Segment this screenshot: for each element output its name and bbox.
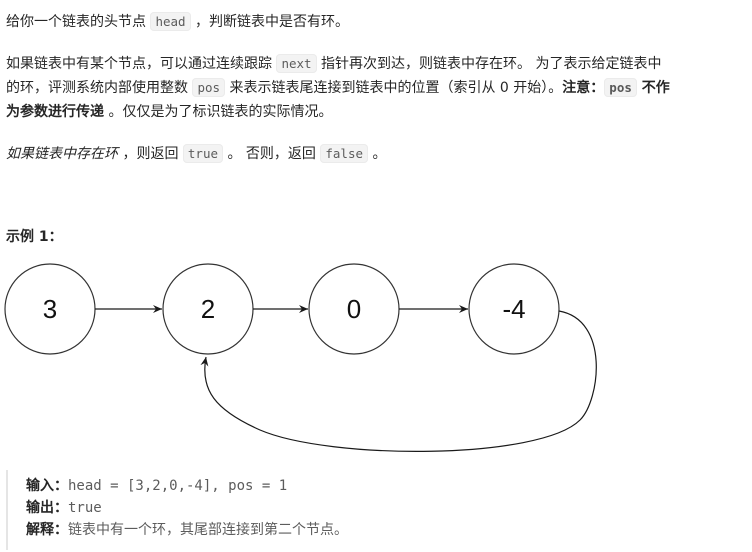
input-label: 输入： [26, 478, 68, 494]
input-value: head = [3,2,0,-4], pos = 1 [68, 478, 288, 494]
code-next: next [276, 54, 317, 73]
example-input-line: 输入：head = [3,2,0,-4], pos = 1 [26, 475, 746, 497]
description-line-3: 为参数进行传递 。仅仅是为了标识链表的实际情况。 [6, 100, 332, 124]
desc-text: 来表示链表尾连接到链表中的位置（索引从 0 开始）。 [225, 80, 563, 96]
return-text: 。 [368, 146, 387, 162]
example-explain-line: 解释：链表中有一个环，其尾部连接到第二个节点。 [26, 519, 746, 541]
note-bold-text: 不作 [636, 80, 670, 96]
output-value: true [68, 500, 102, 516]
explain-label: 解释： [26, 522, 68, 538]
note-label: 注意： [562, 80, 605, 96]
intro-text-tail: ，判断链表中是否有环。 [190, 14, 350, 30]
code-false: false [320, 144, 369, 163]
intro-text: 给你一个链表的头节点 [6, 14, 151, 30]
node-value-2: 0 [347, 294, 361, 324]
explain-value: 链表中有一个环，其尾部连接到第二个节点。 [68, 522, 348, 538]
return-italic: 如果链表中存在环 [6, 146, 118, 162]
node-value-0: 3 [43, 294, 57, 324]
code-pos: pos [192, 78, 226, 97]
description-line-1: 如果链表中有某个节点，可以通过连续跟踪 next 指针再次到达，则链表中存在环。… [6, 52, 661, 76]
return-rule-paragraph: 如果链表中存在环 ，则返回 true 。 否则，返回 false 。 [6, 142, 386, 166]
node-value-1: 2 [201, 294, 215, 324]
linked-list-cycle-diagram: 3 2 0 -4 [4, 263, 597, 452]
example-output-line: 输出：true [26, 497, 746, 519]
desc-text: 如果链表中有某个节点，可以通过连续跟踪 [6, 56, 277, 72]
intro-paragraph: 给你一个链表的头节点 head ，判断链表中是否有环。 [6, 10, 349, 34]
node-value-3: -4 [502, 294, 525, 324]
cycle-arrow [200, 310, 597, 452]
description-line-2: 的环，评测系统内部使用整数 pos 来表示链表尾连接到链表中的位置（索引从 0 … [6, 76, 670, 100]
code-pos-note: pos [604, 78, 637, 97]
desc-text: 指针再次到达，则链表中存在环。 为了表示给定链表中 [316, 56, 662, 72]
return-text: ，则返回 [118, 146, 183, 162]
code-true: true [182, 144, 224, 163]
desc-text: 。仅仅是为了标识链表的实际情况。 [104, 104, 333, 120]
note-bold-text: 为参数进行传递 [6, 104, 104, 120]
node-circle-3 [468, 263, 560, 355]
code-head: head [150, 12, 191, 31]
output-label: 输出： [26, 500, 68, 516]
example-1-block: 输入：head = [3,2,0,-4], pos = 1 输出：true 解释… [6, 470, 746, 550]
desc-text: 的环，评测系统内部使用整数 [6, 80, 193, 96]
return-text: 。 否则，返回 [223, 146, 321, 162]
example-1-heading: 示例 1： [6, 229, 63, 245]
